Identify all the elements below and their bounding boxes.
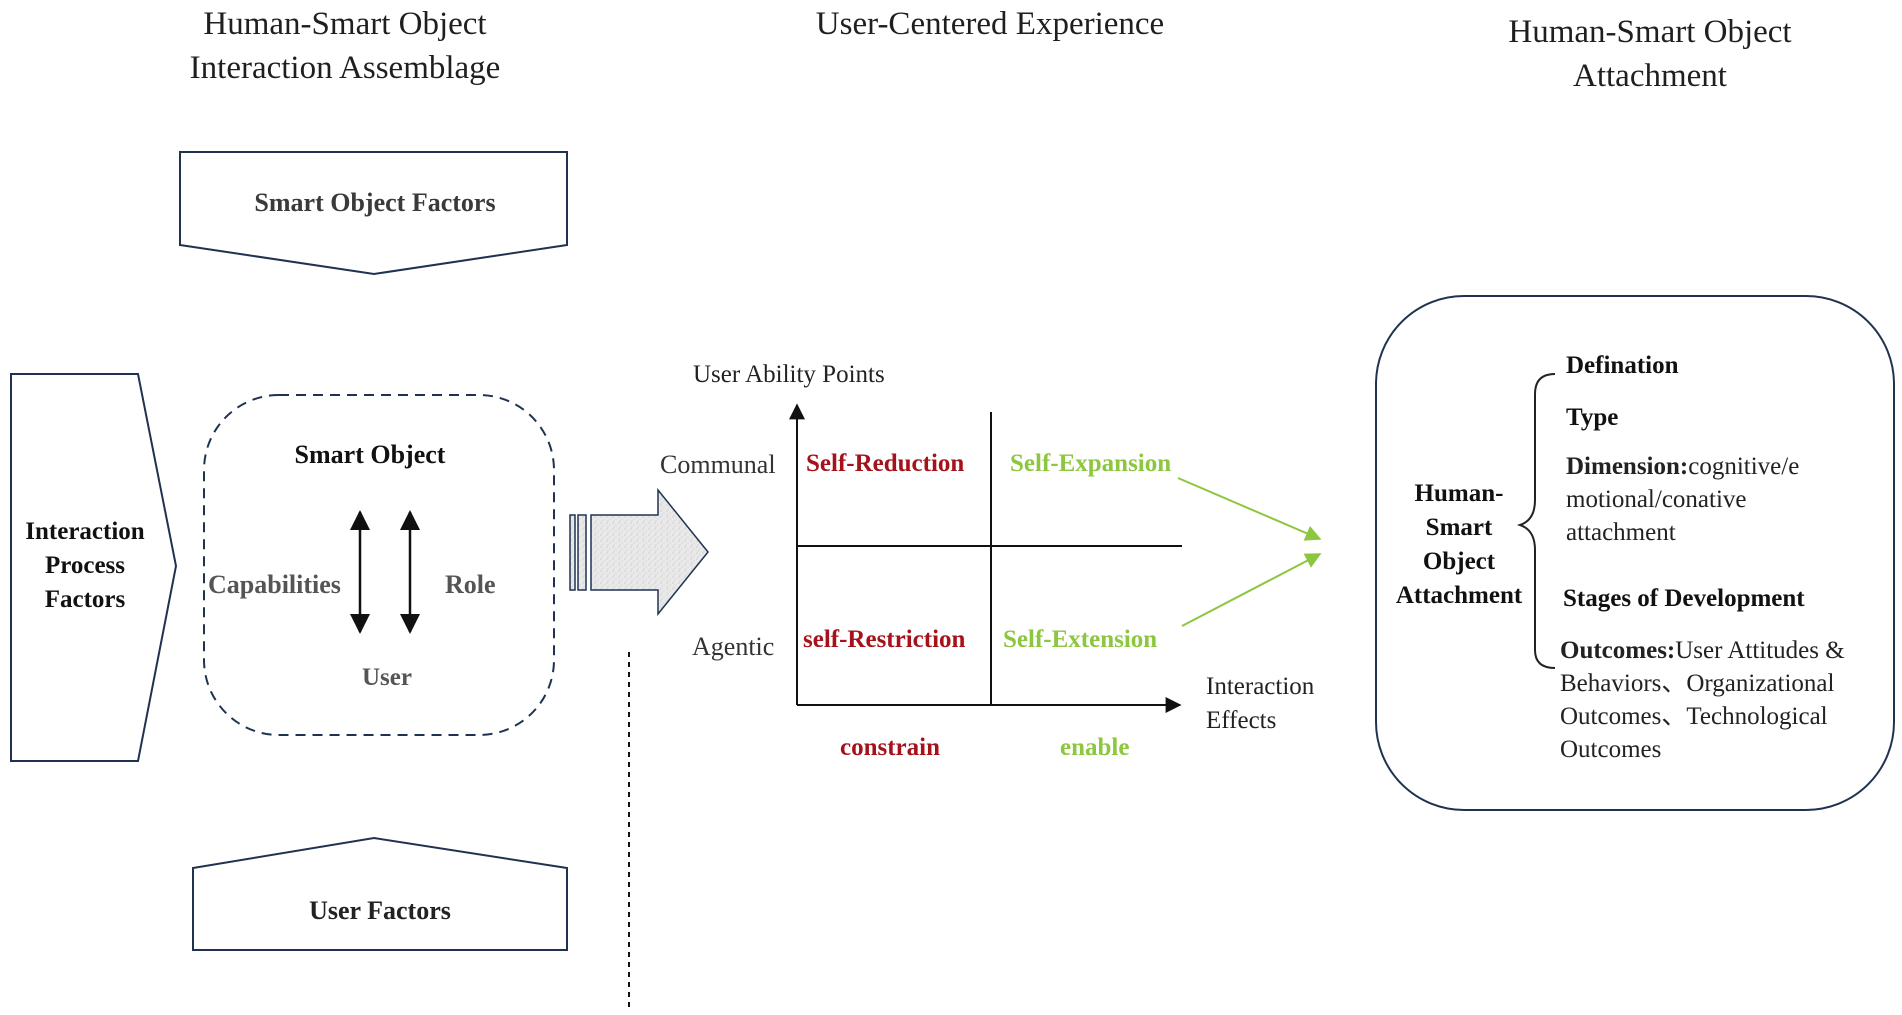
constrain-label: constrain (840, 734, 940, 761)
interaction-process-factors-label: Interaction Process Factors (25, 518, 145, 613)
interaction-process-factors-shape (10, 373, 178, 762)
header-attachment: Human-Smart Object Attachment (1508, 14, 1792, 94)
header-assemblage: Human-Smart Object Interaction Assemblag… (189, 6, 501, 86)
dimension-label: Dimension: (1566, 453, 1689, 480)
outcomes-item: Outcomes:User Attitudes & Behaviors、Orga… (1560, 634, 1890, 766)
user-factors-label: User Factors (309, 896, 451, 925)
transition-block-arrow (569, 487, 709, 617)
expansion-green-arrow (1177, 477, 1322, 541)
outcomes-text: User Attitudes & Behaviors、Organizationa… (1560, 637, 1845, 763)
enable-label: enable (1060, 734, 1130, 761)
header-experience: User-Centered Experience (815, 6, 1165, 42)
attachment-title: Human- Smart Object Attachment (1395, 480, 1523, 609)
type-item: Type (1566, 404, 1619, 431)
agentic-label: Agentic (692, 632, 775, 661)
dimension-text: cognitive/e motional/conative attachment (1566, 453, 1800, 546)
smart-object-factors-label: Smart Object Factors (254, 188, 496, 217)
attachment-brace (1516, 373, 1556, 669)
outcomes-label: Outcomes: (1560, 637, 1676, 664)
self-reduction-label: Self-Reduction (806, 450, 965, 477)
user-factors-shape (192, 836, 568, 951)
capabilities-label: Capabilities (208, 570, 341, 599)
role-label: Role (445, 570, 496, 599)
user-label: User (362, 664, 412, 691)
communal-label: Communal (660, 450, 776, 479)
x-axis-label: Interaction Effects (1206, 673, 1315, 734)
smart-object-factors-shape (179, 151, 568, 276)
self-extension-label: Self-Extension (1003, 626, 1158, 653)
smart-object-label: Smart Object (294, 440, 446, 469)
self-expansion-label: Self-Expansion (1010, 450, 1172, 477)
self-restriction-label: self-Restriction (803, 626, 966, 653)
defination-item: Defination (1566, 352, 1679, 379)
dimension-item: Dimension:cognitive/e motional/conative … (1566, 450, 1866, 549)
stages-item: Stages of Development (1563, 585, 1805, 612)
smart-object-dashed-box (203, 394, 555, 736)
y-axis-label: User Ability Points (693, 361, 885, 388)
extension-green-arrow (1181, 553, 1322, 627)
attachment-box (1375, 295, 1895, 811)
